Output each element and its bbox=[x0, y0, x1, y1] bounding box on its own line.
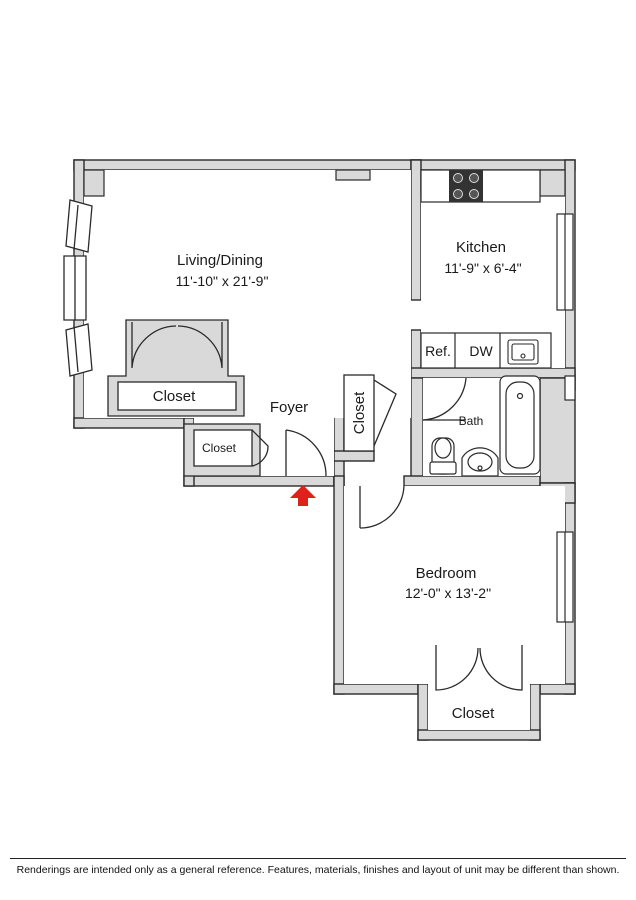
wall-bottom-living bbox=[73, 417, 185, 429]
kitchen-dims: 11'-9" x 6'-4" bbox=[444, 260, 521, 276]
jog-top-right bbox=[335, 169, 371, 181]
living-room-name: Living/Dining bbox=[177, 252, 263, 269]
wall-left-bath bbox=[410, 377, 424, 483]
living-closet bbox=[107, 319, 245, 417]
windows-right bbox=[556, 213, 576, 623]
bath-window bbox=[564, 375, 576, 401]
bedroom-closet-label: Closet bbox=[452, 705, 495, 722]
wall-bottom-bedroom-right bbox=[539, 683, 576, 695]
wall-left-bedroom bbox=[333, 475, 345, 695]
jog-top-left bbox=[83, 169, 105, 197]
bedroom-fill bbox=[344, 486, 565, 684]
living-room-dims: 11'-10" x 21'-9" bbox=[176, 273, 269, 289]
bedroom-closet-fill bbox=[428, 684, 530, 730]
stove-icon bbox=[449, 170, 483, 202]
bedroom-name: Bedroom bbox=[416, 565, 477, 582]
dishwasher-label: DW bbox=[469, 343, 493, 359]
bath-name: Bath bbox=[459, 414, 484, 428]
wall-vertical-closet-bottom bbox=[333, 450, 375, 462]
front-door bbox=[285, 429, 327, 477]
entry-arrow-icon bbox=[290, 485, 316, 506]
bay-window bbox=[63, 199, 93, 377]
wall-top-kitchen bbox=[410, 159, 576, 171]
wall-kitchen-bath bbox=[410, 367, 576, 379]
disclaimer-text: Renderings are intended only as a genera… bbox=[16, 864, 620, 876]
bedroom-dims: 12'-0" x 13'-2" bbox=[405, 585, 491, 601]
bath-sink-icon bbox=[461, 447, 499, 477]
wall-bedroom-closet-bottom bbox=[417, 729, 541, 741]
vertical-closet-door bbox=[343, 374, 397, 452]
foyer-small-closet-label: Closet bbox=[202, 441, 237, 455]
living-closet-label: Closet bbox=[153, 388, 196, 405]
bedroom-door bbox=[359, 485, 405, 529]
kitchen-sink-icon bbox=[507, 339, 539, 365]
wall-top-living bbox=[73, 159, 422, 171]
bedroom-closet-doors bbox=[435, 645, 523, 691]
bath-door bbox=[422, 377, 467, 421]
wall-bottom-bath bbox=[403, 475, 541, 487]
foyer-small-closet bbox=[183, 423, 269, 477]
toilet-icon bbox=[429, 437, 457, 475]
bathtub-icon bbox=[499, 375, 541, 475]
room-fills bbox=[84, 170, 565, 730]
jog-kitchen-right bbox=[539, 169, 566, 197]
wall-living-kitchen bbox=[410, 159, 422, 301]
wall-bottom-bedroom-left bbox=[333, 683, 419, 695]
disclaimer-rule bbox=[10, 858, 626, 859]
wall-living-kitchen-lower bbox=[410, 329, 422, 371]
bay-window-lower bbox=[65, 323, 93, 377]
foyer-name: Foyer bbox=[270, 399, 308, 416]
wall-bottom-foyer bbox=[183, 475, 335, 487]
refrigerator-label: Ref. bbox=[425, 343, 451, 359]
kitchen-name: Kitchen bbox=[456, 239, 506, 256]
vertical-closet-label: Closet bbox=[351, 391, 368, 434]
bay-window-upper bbox=[65, 199, 93, 253]
